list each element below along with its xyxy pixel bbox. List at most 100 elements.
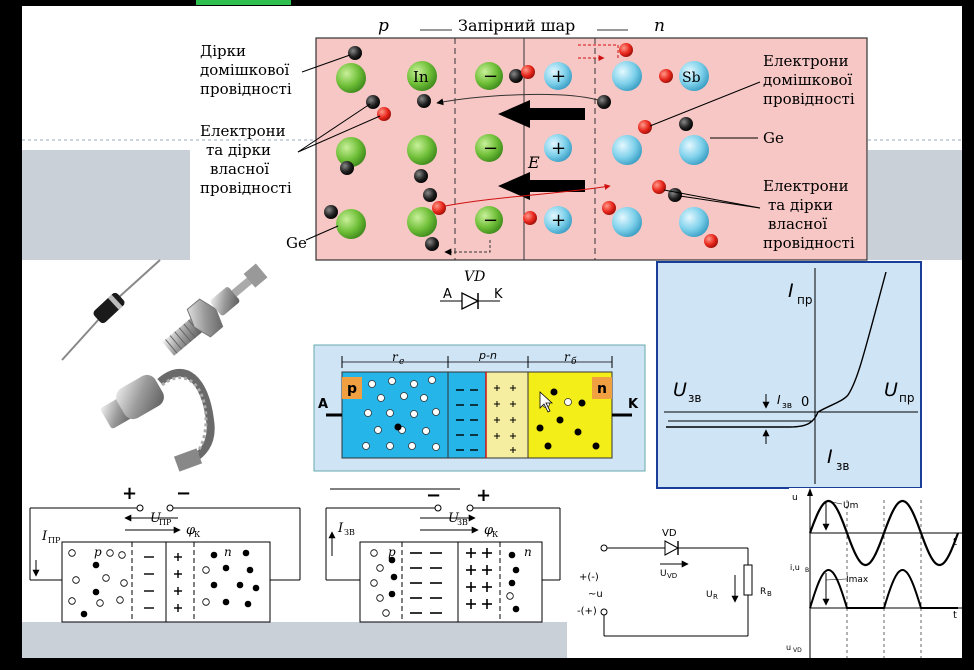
i-zero-sub: зв: [782, 401, 792, 411]
p-atom: [336, 63, 366, 93]
rect-uvd-sub: VD: [667, 572, 677, 580]
block-cathode-label: K: [628, 397, 639, 412]
rev-phi-sub: К: [492, 530, 499, 539]
negative-ion: [475, 134, 503, 162]
n-block-label: n: [597, 381, 607, 397]
block-negative-ions: [456, 389, 478, 451]
rev-p-label: p: [388, 545, 396, 559]
positive-ion-sign: +: [551, 138, 566, 159]
wave-t2-label: t: [953, 610, 957, 621]
electrons-impurity-label-2: домішкової: [763, 71, 853, 89]
ge-label-left: Ge: [286, 234, 307, 252]
rev-plus-sign: +: [476, 485, 491, 506]
p-region-label: p: [378, 16, 389, 36]
n-region-label: n: [654, 16, 665, 36]
u-forward-label: U: [884, 379, 898, 401]
own-carriers-right-label-2: та дірки: [768, 196, 833, 214]
rect-ur-sub: R: [713, 593, 718, 601]
waveform-plots: u Um t i,u B Imax t u VD: [786, 488, 962, 658]
i-zero-label: I: [777, 393, 781, 407]
electrons-impurity-label-1: Електрони: [763, 52, 849, 70]
i-reverse-label: I: [827, 446, 833, 468]
fwd-phi-sub: К: [194, 530, 201, 539]
own-carriers-label-3: власної: [210, 160, 269, 178]
negative-ion: [475, 62, 503, 90]
rect-rb-label: R: [760, 587, 766, 597]
rectifier-circuit: VD U VD +(-) ~u -(+) U R R B: [567, 494, 789, 658]
own-carriers-label-2: та дірки: [206, 141, 271, 159]
anode-label: A: [443, 287, 452, 302]
tablet-diode: [100, 368, 215, 472]
negative-ion: [475, 206, 503, 234]
grey-panel-bottom: [22, 622, 567, 658]
p-atom: [336, 209, 366, 239]
rev-current-sub: ЗВ: [344, 528, 355, 537]
r-base-label: r: [564, 350, 571, 364]
positive-ion: [544, 62, 572, 90]
own-carriers-right-label-4: провідності: [763, 234, 855, 252]
u-forward-sub: пр: [899, 391, 914, 405]
i-forward-sub: пр: [797, 293, 812, 307]
antimony-atom: [679, 61, 709, 91]
block-positive-ions: [494, 385, 516, 453]
own-carriers-right-label-1: Електрони: [763, 177, 849, 195]
iv-curve-line: [666, 271, 887, 428]
rev-current-label: I: [337, 521, 344, 536]
rev-voltage-label: U: [448, 511, 460, 526]
rev-minus-sign: −: [426, 485, 441, 506]
p-atom: [407, 207, 437, 237]
p-atom: [407, 135, 437, 165]
u-reverse-label: U: [673, 379, 687, 401]
fwd-current-label: I: [41, 529, 48, 544]
cathode-label: K: [494, 287, 503, 302]
fwd-voltage-sub: ПР: [159, 518, 172, 527]
vd-label: VD: [464, 269, 485, 285]
fwd-current-sub: ПР: [48, 536, 61, 545]
own-carriers-label-1: Електрони: [200, 122, 286, 140]
rev-voltage-sub: ЗВ: [457, 518, 468, 527]
block-electrons: [394, 388, 600, 450]
rev-phi-label: φ: [484, 523, 494, 538]
own-carriers-right-label-3: власної: [768, 215, 827, 233]
p-block-label: p: [347, 381, 357, 397]
wave-uvd-sub: VD: [793, 647, 802, 654]
rect-vd-label: VD: [662, 528, 677, 539]
r-emitter-label: r: [392, 350, 399, 364]
negative-ion-sign: −: [483, 66, 498, 87]
wave-imax-label: Imax: [846, 575, 869, 585]
wave-uvd-label: u: [786, 643, 791, 652]
holes-impurity-label-1: Дірки: [200, 42, 246, 60]
diode-symbol: VD A K: [440, 269, 503, 311]
pn-block-diagram: r e p-n r б p n A K: [313, 344, 646, 472]
fwd-n-label: n: [224, 545, 232, 559]
negative-ion-sign: −: [483, 210, 498, 231]
n-atom: [679, 135, 709, 165]
own-carriers-label-4: провідності: [200, 179, 292, 197]
field-arrow: [498, 172, 585, 200]
n-atom: [612, 61, 642, 91]
n-atom: [679, 207, 709, 237]
rect-source-label: ~u: [588, 589, 603, 600]
positive-ion: [544, 206, 572, 234]
fwd-plus-sign: +: [122, 483, 137, 504]
rect-rb-sub: B: [767, 590, 772, 598]
fwd-minus-sign: −: [176, 483, 191, 504]
cursor-pointer: [539, 391, 554, 413]
iv-characteristic: I пр U зв U пр I зв 0 I зв: [656, 261, 922, 489]
pn-width-label: p-n: [478, 349, 497, 362]
n-terminal-box: [592, 377, 612, 399]
p-terminal-box: [342, 377, 362, 399]
n-atom: [612, 135, 642, 165]
fwd-voltage-label: U: [150, 511, 162, 526]
green-tab: [196, 0, 291, 5]
antimony-label: Sb: [682, 70, 701, 86]
rect-top-terminal: +(-): [579, 572, 599, 583]
field-arrow: [498, 100, 585, 128]
diode-photos: [61, 259, 268, 472]
rect-ur-label: U: [706, 590, 713, 600]
rev-n-label: n: [524, 545, 532, 559]
depletion-layer-label: Запірний шар: [458, 16, 575, 35]
negative-ion-sign: −: [483, 138, 498, 159]
rect-uvd-label: U: [660, 569, 667, 579]
